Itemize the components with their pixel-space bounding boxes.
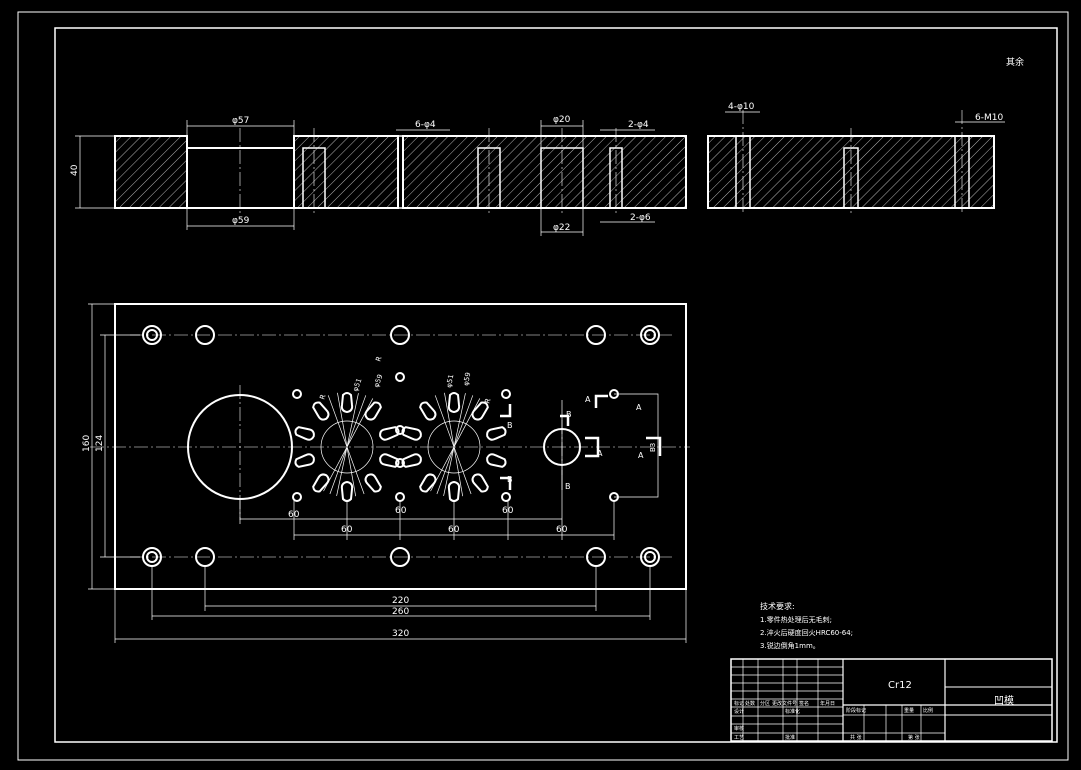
punch-hole xyxy=(471,401,489,421)
ring-ray-line xyxy=(327,395,365,495)
ring-ray-line xyxy=(337,392,357,497)
punch-hole xyxy=(401,426,422,441)
radius-label-7: R xyxy=(483,397,492,404)
pitch-upper-2: 60 xyxy=(395,506,407,516)
punch-hole xyxy=(312,473,330,493)
outer-border xyxy=(17,11,1069,761)
pitch-lower-3: 60 xyxy=(556,525,568,535)
dim-2-phi4: 2-φ4 xyxy=(628,120,649,130)
tb-cell-11: 比例 xyxy=(923,707,933,714)
tb-cell-4: 更改文件号 xyxy=(772,700,797,707)
pitch-upper-1: 60 xyxy=(288,510,300,520)
punch-ring-right xyxy=(401,392,507,502)
dim-2-phi6: 2-φ6 xyxy=(630,213,651,223)
ring-guide-circle xyxy=(320,420,374,474)
tb-cell-9: 阶段标记 xyxy=(846,707,866,714)
punch-hole xyxy=(294,453,315,468)
radius-label-3: φ51 xyxy=(351,377,363,392)
small-label: B3 xyxy=(649,443,657,452)
radius-label-5: φ51 xyxy=(445,374,455,389)
mark-A-1: A xyxy=(585,395,591,404)
dim-6-phi4: 6-φ4 xyxy=(415,120,436,130)
pitch-lower-1: 60 xyxy=(341,525,353,535)
mark-B-4: B xyxy=(565,482,571,491)
punch-hole xyxy=(379,453,400,468)
punch-hole xyxy=(364,473,382,493)
tb-cell-3: 分区 xyxy=(760,700,770,707)
punch-hole xyxy=(364,401,382,421)
dim-phi57: φ57 xyxy=(232,116,249,126)
section-height-dim: 40 xyxy=(70,164,80,176)
punch-hole xyxy=(294,426,315,441)
punch-hole xyxy=(401,453,422,468)
note-3: 3.锐边倒角1mm。 xyxy=(760,641,820,650)
punch-ring-left xyxy=(294,392,400,502)
ring-guide-circle xyxy=(427,420,481,474)
tb-cell-15: 共 张 xyxy=(850,734,862,741)
punch-hole xyxy=(379,426,400,441)
mark-A-3: A xyxy=(597,449,603,458)
punch-hole xyxy=(486,426,507,441)
ring-ray-line xyxy=(443,393,466,496)
corner-note: 其余 xyxy=(1006,56,1024,68)
mark-A-2: A xyxy=(636,403,642,412)
punch-hole xyxy=(471,473,489,493)
title-block: 标记 处数 分区 更改文件号 签名 年月日 设计 标准化 阶段标记 重量 比例 … xyxy=(730,658,1053,742)
mark-A-4: A xyxy=(638,451,644,460)
material-label: Cr12 xyxy=(888,680,912,691)
tb-cell-8: 标准化 xyxy=(785,708,800,715)
punch-hole xyxy=(419,401,437,421)
dim-phi22: φ22 xyxy=(553,223,570,233)
punch-hole xyxy=(419,473,437,493)
tb-cell-12: 审核 xyxy=(734,725,744,732)
radius-label-2: R xyxy=(318,393,327,400)
width-320: 320 xyxy=(392,629,409,639)
tb-cell-13: 工艺 xyxy=(734,735,744,741)
tb-cell-16: 第 张 xyxy=(908,734,920,741)
tb-cell-2: 处数 xyxy=(745,700,755,707)
dim-phi20: φ20 xyxy=(553,115,571,125)
note-1: 1.零件热处理后无毛刺; xyxy=(760,615,832,624)
plan-outer-height: 160 xyxy=(82,435,92,452)
part-name: 凹模 xyxy=(994,695,1014,707)
mark-B-3: B xyxy=(507,475,513,484)
mark-B-1: B xyxy=(566,410,572,419)
dim-6-M10: 6-M10 xyxy=(975,113,1003,123)
side-view: 4-φ10 6-M10 xyxy=(707,102,1005,215)
plan-inner-height: 124 xyxy=(95,435,105,452)
notes-title: 技术要求: xyxy=(760,601,795,611)
tb-cell-10: 重量 xyxy=(904,707,914,714)
note-2: 2.淬火后硬度回火HRC60-64; xyxy=(760,628,853,637)
section-view: 40 φ57 6-φ4 φ20 2-φ4 φ59 φ22 2-φ6 xyxy=(70,115,687,236)
tb-cell-1: 标记 xyxy=(734,700,744,707)
pitch-lower-2: 60 xyxy=(448,525,460,535)
mark-B-2: B xyxy=(507,421,513,430)
ring-ray-line xyxy=(434,395,472,495)
tb-cell-7: 设计 xyxy=(734,708,744,715)
width-260: 260 xyxy=(392,607,409,617)
tb-cell-5: 签名 xyxy=(799,700,809,707)
inner-border xyxy=(54,27,1058,743)
punch-hole xyxy=(340,392,354,414)
technical-notes: 技术要求: 1.零件热处理后无毛刺; 2.淬火后硬度回火HRC60-64; 3.… xyxy=(760,601,853,650)
radius-label-6: φ59 xyxy=(462,372,472,387)
punch-hole xyxy=(447,392,461,414)
radius-label-4: φ59 xyxy=(372,373,384,388)
dim-4-phi10: 4-φ10 xyxy=(728,102,755,112)
ring-ray-line xyxy=(444,392,464,497)
tb-cell-6: 年月日 xyxy=(820,700,835,707)
punch-hole xyxy=(340,480,354,502)
punch-hole xyxy=(486,453,507,468)
width-220: 220 xyxy=(392,596,409,606)
radius-label-1: R xyxy=(374,355,383,362)
ring-ray-line xyxy=(336,393,359,496)
tb-cell-14: 批准 xyxy=(785,734,795,741)
punch-hole xyxy=(312,401,330,421)
dim-phi59: φ59 xyxy=(232,216,250,226)
punch-hole xyxy=(447,480,461,502)
plan-view: B B B B A A A A B3 R R φ51 φ59 φ51 φ59 R… xyxy=(82,303,690,643)
pitch-upper-3: 60 xyxy=(502,506,514,516)
